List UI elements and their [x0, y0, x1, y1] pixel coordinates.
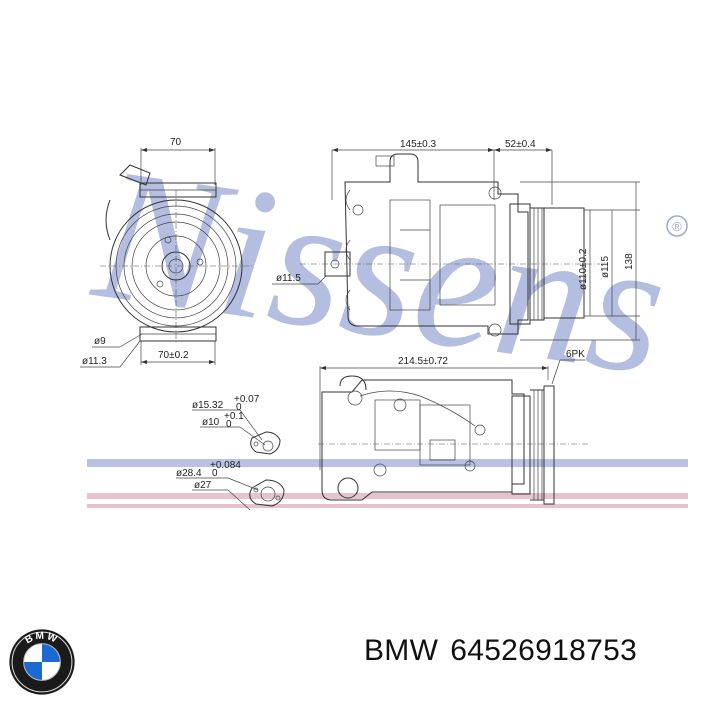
- registered-mark-icon: ®: [666, 215, 688, 237]
- dim-6pk: 6PK: [566, 349, 585, 360]
- drawing-panel: [87, 133, 688, 511]
- dim-52: 52±0.4: [505, 139, 536, 150]
- dim-d28-4: ø28.4: [176, 468, 202, 479]
- part-caption: BMW 64526918753: [364, 634, 649, 668]
- dim-d15-32: ø15.32: [192, 400, 224, 411]
- dim-d10-tol-upper: +0.1: [224, 411, 244, 422]
- dim-d27: ø27: [194, 480, 212, 491]
- watermark-stripes: [87, 459, 688, 508]
- port-details: ø15.32 +0.07 0 ø10 +0.1 0 ø28.4 +0.084 0…: [176, 394, 285, 511]
- dim-d115: ø115: [600, 256, 611, 278]
- dim-145: 145±0.3: [400, 139, 437, 150]
- dim-d10: ø10: [202, 417, 220, 428]
- dim-d10-tol-lower: 0: [226, 419, 232, 430]
- caption-part-number: 64526918753: [450, 634, 638, 667]
- dim-d15-32-tol-upper: +0.07: [234, 394, 260, 405]
- dim-d11-5: ø11.5: [276, 273, 301, 284]
- dim-214-5: 214.5±0.72: [398, 356, 448, 367]
- top-view: 214.5±0.72 6PK: [318, 349, 590, 505]
- dim-d11-3: ø11.3: [82, 356, 107, 367]
- svg-text:BMW: BMW: [23, 631, 60, 647]
- side-view: 145±0.3 52±0.4 ø11.5: [272, 139, 640, 341]
- svg-text:®: ®: [672, 219, 682, 234]
- dim-d110: ø110±0.2: [578, 248, 589, 290]
- dim-d15-32-tol-lower: 0: [236, 402, 242, 413]
- dim-d9: ø9: [94, 336, 106, 347]
- caption-brand: BMW: [364, 634, 439, 667]
- dim-138: 138: [624, 253, 635, 270]
- bmw-logo: BMW: [9, 629, 75, 695]
- dim-70-bottom: 70±0.2: [158, 350, 189, 361]
- front-view: 70 70±0.2 ø9 ø11.3: [80, 137, 252, 368]
- dim-d28-4-tol-upper: +0.084: [210, 460, 241, 471]
- dim-70-top: 70: [170, 137, 182, 148]
- dim-d28-4-tol-lower: 0: [212, 468, 218, 479]
